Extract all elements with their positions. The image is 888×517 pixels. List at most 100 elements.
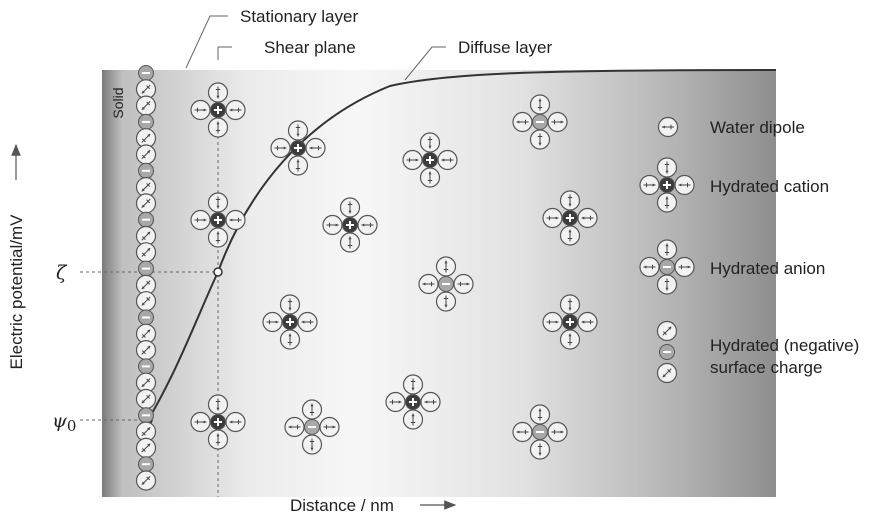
hydration-water-dipole bbox=[418, 273, 439, 295]
legend-surface-charge-icon bbox=[659, 344, 675, 360]
hydrated-anion bbox=[512, 404, 568, 460]
hydration-water-dipole bbox=[207, 227, 229, 248]
y-axis-label: Electric potential/mV bbox=[7, 214, 26, 370]
anion-core bbox=[304, 419, 320, 435]
hydration-water-dipole bbox=[284, 416, 305, 438]
hydration-water-dipole bbox=[190, 411, 211, 433]
hydration-water-dipole bbox=[437, 149, 458, 171]
legend-hydrated-anion-icon bbox=[639, 239, 695, 295]
hydrated-cation bbox=[385, 374, 441, 430]
surface-negative-charge bbox=[138, 211, 154, 228]
cation-core bbox=[659, 177, 675, 193]
hydrated-cation bbox=[190, 82, 246, 138]
hydration-water-dipole bbox=[435, 256, 457, 277]
hydration-water-dipole bbox=[656, 239, 678, 260]
zeta-symbol: ζ bbox=[56, 262, 68, 284]
hydration-water-dipole bbox=[419, 167, 441, 188]
psi0-subscript: 0 bbox=[67, 417, 77, 435]
legend-surface-dipole-bottom-icon bbox=[656, 362, 678, 384]
legend-hydrated-anion: Hydrated anion bbox=[710, 259, 825, 278]
hydrated-cation bbox=[262, 294, 318, 350]
legend-water-dipole-icon bbox=[657, 116, 679, 138]
legend-surface-dipole-top-icon bbox=[656, 320, 678, 342]
hydration-water-dipole bbox=[279, 294, 301, 315]
hydration-water-dipole bbox=[339, 197, 361, 218]
hydrated-cation bbox=[190, 192, 246, 248]
hydration-water-dipole bbox=[225, 411, 246, 433]
hydration-water-dipole bbox=[402, 409, 424, 430]
cation-core bbox=[290, 140, 306, 156]
hydration-water-dipole bbox=[529, 439, 551, 460]
hydrated-cation bbox=[542, 294, 598, 350]
hydration-water-dipole bbox=[339, 232, 361, 253]
hydration-water-dipole bbox=[542, 311, 563, 333]
hydration-water-dipole bbox=[639, 256, 660, 278]
hydration-water-dipole bbox=[435, 291, 457, 312]
hydration-water-dipole bbox=[190, 99, 211, 121]
surface-negative-charge bbox=[138, 260, 154, 277]
surface-negative-charge bbox=[138, 162, 154, 179]
cation-core bbox=[342, 217, 358, 233]
hydration-water-dipole bbox=[639, 174, 660, 196]
hydration-water-dipole bbox=[559, 190, 581, 211]
surface-negative-charge bbox=[138, 456, 154, 473]
hydration-water-dipole bbox=[577, 207, 598, 229]
diffuse-layer-label: Diffuse layer bbox=[458, 38, 553, 57]
hydration-water-dipole bbox=[559, 294, 581, 315]
surface-water-dipole bbox=[135, 193, 157, 214]
zeta-point bbox=[213, 267, 223, 277]
hydration-water-dipole bbox=[512, 421, 533, 443]
cation-core bbox=[562, 210, 578, 226]
hydrated-cation bbox=[190, 394, 246, 450]
hydration-water-dipole bbox=[287, 120, 309, 141]
stationary-layer-label: Stationary layer bbox=[240, 7, 358, 26]
hydration-water-dipole bbox=[419, 132, 441, 153]
hydration-water-dipole bbox=[297, 311, 318, 333]
surface-water-dipole bbox=[135, 225, 157, 247]
hydration-water-dipole bbox=[559, 329, 581, 350]
cation-core bbox=[422, 152, 438, 168]
cation-core bbox=[210, 414, 226, 430]
hydration-water-dipole bbox=[279, 329, 301, 350]
hydration-water-dipole bbox=[357, 214, 378, 236]
hydration-water-dipole bbox=[301, 399, 323, 420]
cation-core bbox=[210, 212, 226, 228]
hydration-water-dipole bbox=[225, 209, 246, 231]
hydration-water-dipole bbox=[512, 111, 533, 133]
hydration-water-dipole bbox=[322, 214, 343, 236]
surface-negative-charge bbox=[138, 113, 154, 130]
cation-core bbox=[210, 102, 226, 118]
hydrated-anion bbox=[284, 399, 340, 455]
hydration-water-dipole bbox=[656, 274, 678, 295]
hydrated-cation bbox=[322, 197, 378, 253]
hydration-water-dipole bbox=[453, 273, 474, 295]
hydration-water-dipole bbox=[225, 99, 246, 121]
hydration-water-dipole bbox=[542, 207, 563, 229]
hydrated-cation bbox=[402, 132, 458, 188]
surface-negative-charge bbox=[138, 309, 154, 326]
surface-water-dipole bbox=[135, 437, 157, 458]
hydration-water-dipole bbox=[385, 391, 406, 413]
shear-plane-label: Shear plane bbox=[264, 38, 356, 57]
surface-water-dipole bbox=[135, 340, 157, 361]
x-axis-label: Distance / nm bbox=[290, 496, 394, 515]
hydration-water-dipole bbox=[547, 421, 568, 443]
hydration-water-dipole bbox=[529, 404, 551, 425]
hydrated-anion bbox=[418, 256, 474, 312]
legend-hydrated-cation-icon bbox=[639, 157, 695, 213]
hydration-water-dipole bbox=[420, 391, 441, 413]
surface-water-dipole bbox=[135, 274, 157, 295]
hydration-water-dipole bbox=[301, 434, 323, 455]
anion-core bbox=[438, 276, 454, 292]
potential-curve bbox=[147, 69, 777, 421]
surface-negative-charge bbox=[138, 407, 154, 424]
hydration-water-dipole bbox=[287, 155, 309, 176]
legend-surface-charge-line2: surface charge bbox=[710, 358, 822, 377]
diffuse-layer-leader bbox=[404, 46, 446, 81]
surface-water-dipole bbox=[135, 388, 157, 410]
hydration-water-dipole bbox=[207, 82, 229, 103]
ions-layer bbox=[190, 82, 598, 460]
surface-water-dipole bbox=[135, 372, 157, 393]
anion-core bbox=[532, 114, 548, 130]
